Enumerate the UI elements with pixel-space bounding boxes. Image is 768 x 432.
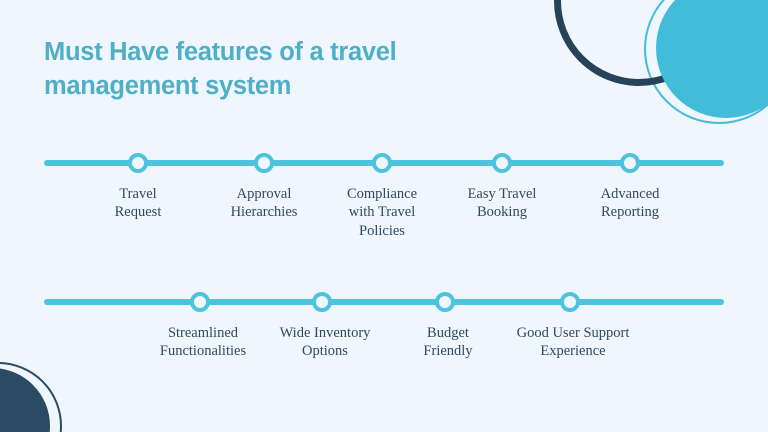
- timeline-node-label: Approval Hierarchies: [230, 186, 298, 221]
- timeline-node-label: Streamlined Functionalities: [159, 325, 247, 360]
- timeline-node-dot[interactable]: [560, 292, 580, 312]
- timeline-node-label: Compliance with Travel Policies: [346, 186, 418, 239]
- timeline-node-dot[interactable]: [620, 153, 640, 173]
- timeline-node-dot[interactable]: [190, 292, 210, 312]
- navy-ring-top-right-icon: [554, 0, 724, 86]
- timeline-rail: [44, 299, 724, 305]
- timeline-node-dot[interactable]: [128, 153, 148, 173]
- cyan-circle-top-right-icon: [656, 0, 768, 118]
- timeline-node-label: Easy Travel Booking: [467, 186, 537, 221]
- timeline-node-dot[interactable]: [372, 153, 392, 173]
- navy-circle-bottom-left-icon: [0, 368, 50, 432]
- cyan-ring-top-right-icon: [644, 0, 768, 124]
- timeline-node-label: Travel Request: [114, 186, 162, 221]
- timeline-node-label: Budget Friendly: [423, 325, 473, 360]
- timeline-node-dot[interactable]: [435, 292, 455, 312]
- timeline-node-label: Good User Support Experience: [516, 325, 630, 360]
- timeline-node-label: Wide Inventory Options: [279, 325, 371, 360]
- timeline-node-dot[interactable]: [312, 292, 332, 312]
- timeline-node-label: Advanced Reporting: [600, 186, 660, 221]
- timeline-node-dot[interactable]: [254, 153, 274, 173]
- timeline-node-dot[interactable]: [492, 153, 512, 173]
- page-title: Must Have features of a travel managemen…: [44, 38, 397, 100]
- navy-ring-bottom-left-icon: [0, 362, 62, 432]
